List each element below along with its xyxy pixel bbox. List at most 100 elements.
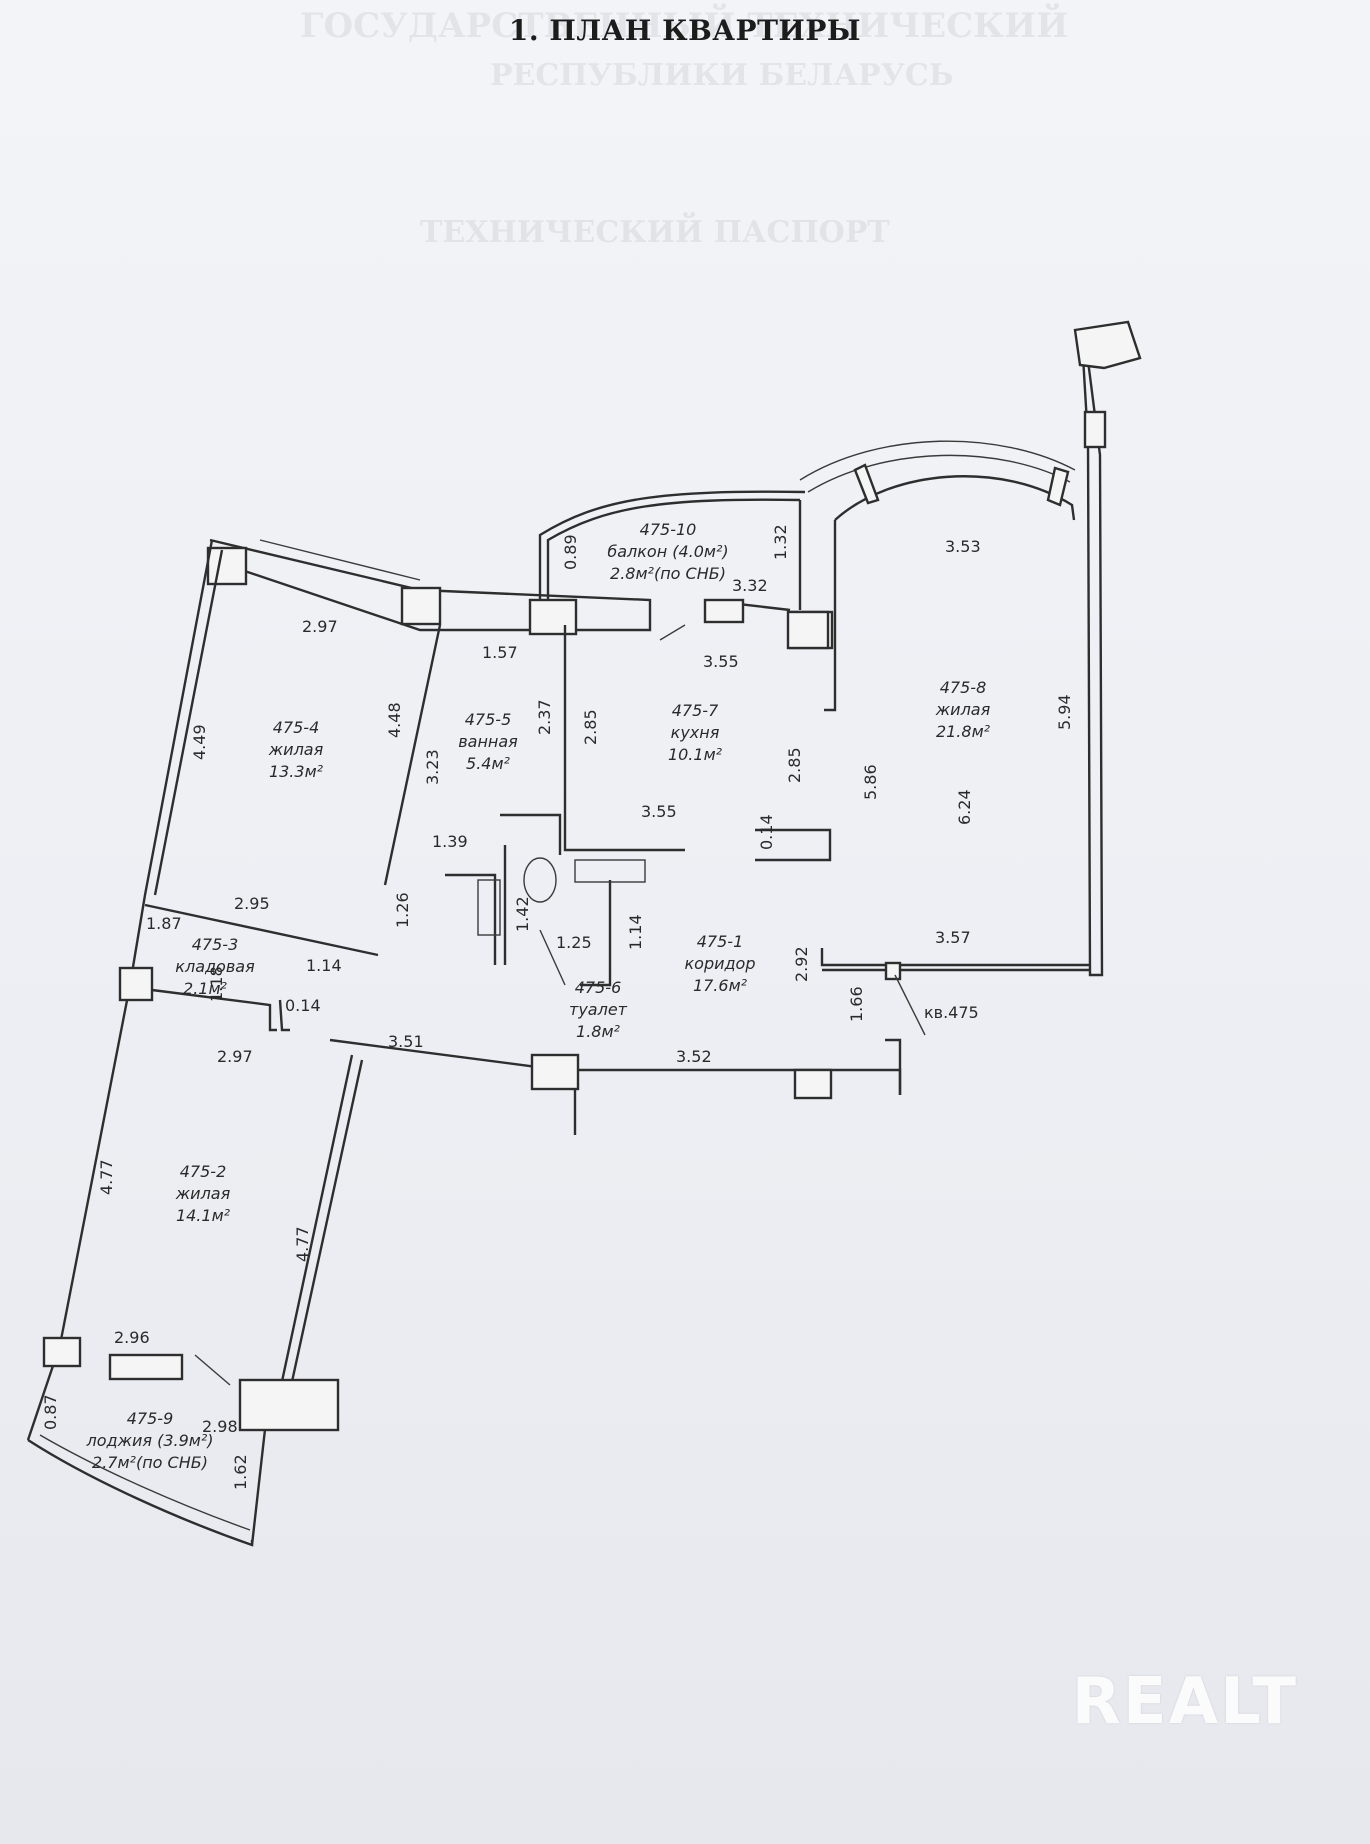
wall (276, 1054, 354, 1401)
svg-text:475-4: 475-4 (273, 718, 320, 737)
svg-text:475-9: 475-9 (127, 1409, 174, 1428)
wall (144, 903, 379, 957)
column (703, 598, 745, 624)
dimension: 3.55 (703, 652, 739, 671)
svg-text:17.6м²: 17.6м² (693, 976, 748, 995)
dimension: 4.77 (293, 1226, 312, 1262)
bay-window-glass (807, 454, 1071, 493)
room-label-475-9: 475-9 лоджия (3.9м²) 2.7м²(по СНБ) (85, 1409, 213, 1472)
dimension: 1.62 (231, 1454, 250, 1490)
dimension: 5.94 (1055, 694, 1074, 730)
svg-text:475-1: 475-1 (697, 932, 744, 951)
svg-text:13.3м²: 13.3м² (269, 762, 324, 781)
column (853, 463, 880, 505)
svg-text:475-3: 475-3 (192, 935, 239, 954)
toilet-fixture (523, 857, 557, 903)
dimension: 3.23 (423, 749, 442, 785)
dimension: 0.14 (757, 814, 776, 850)
balcony-wall (538, 490, 806, 610)
column (1046, 466, 1070, 507)
column (206, 546, 248, 586)
svg-text:2.7м²(по СНБ): 2.7м²(по СНБ) (92, 1453, 208, 1472)
dimension: 4.48 (385, 702, 404, 738)
dimension: 1.42 (513, 896, 532, 932)
dimension: 2.98 (202, 1417, 238, 1436)
dimension: 4.77 (97, 1159, 116, 1195)
wall (755, 828, 832, 862)
column (530, 1053, 580, 1091)
column (1083, 410, 1107, 449)
svg-text:475-8: 475-8 (940, 678, 987, 697)
svg-text:2.1м²: 2.1м² (183, 979, 228, 998)
wall (820, 948, 1090, 967)
wall (563, 625, 685, 852)
svg-text:5.4м²: 5.4м² (466, 754, 511, 773)
svg-text:лоджия (3.9м²): лоджия (3.9м²) (85, 1431, 213, 1450)
column (528, 598, 578, 636)
left-inner-wall (153, 549, 224, 896)
room-label-475-5: 475-5 ванная 5.4м² (458, 710, 518, 773)
column (400, 586, 442, 626)
room-label-475-6: 475-6 туалет 1.8м² (569, 978, 628, 1041)
wall (500, 813, 562, 855)
svg-text:кухня: кухня (671, 723, 720, 742)
dimension: 3.53 (945, 537, 981, 556)
bleed-through-text: ГОСУДАРСТВЕННЫЙ ТЕХНИЧЕСКИЙ (300, 6, 1069, 46)
dimension: 3.55 (641, 802, 677, 821)
room-label-475-8: 475-8 жилая 21.8м² (935, 678, 991, 741)
room-label-475-7: 475-7 кухня 10.1м² (668, 701, 723, 764)
dimension: 0.87 (41, 1394, 60, 1430)
dimension: 3.52 (676, 1047, 712, 1066)
dimension: 2.37 (535, 699, 554, 735)
stove (574, 859, 646, 883)
column (238, 1378, 340, 1432)
leader-line (194, 1354, 231, 1386)
svg-text:жилая: жилая (935, 700, 991, 719)
top-window-band (209, 538, 652, 632)
wall (824, 520, 837, 712)
dimension: 2.97 (302, 617, 338, 636)
dimension: 3.51 (388, 1032, 424, 1051)
dimension: 1.87 (146, 914, 182, 933)
svg-text:14.1м²: 14.1м² (176, 1206, 231, 1225)
svg-text:475-10: 475-10 (640, 520, 697, 539)
room-label-475-1: 475-1 коридор 17.6м² (684, 932, 755, 995)
wall (580, 880, 612, 987)
dimension: 0.14 (285, 996, 321, 1015)
wall (278, 999, 290, 1032)
dimension: 1.39 (432, 832, 468, 851)
window-frame (108, 1353, 184, 1381)
room-label-475-10: 475-10 балкон (4.0м²) 2.8м²(по СНБ) (607, 520, 728, 583)
apartment-number-label: кв.475 (924, 1003, 979, 1022)
door-marker (884, 961, 902, 981)
svg-text:балкон (4.0м²): балкон (4.0м²) (607, 542, 728, 561)
wall (383, 624, 442, 886)
dimension: 2.92 (792, 946, 811, 982)
column (118, 966, 154, 1002)
svg-text:475-7: 475-7 (672, 701, 719, 720)
dimension: 3.57 (935, 928, 971, 947)
loggia-arc (27, 1438, 254, 1547)
dimension: 2.85 (785, 747, 804, 783)
dimension: 2.96 (114, 1328, 150, 1347)
dimension: 4.49 (190, 724, 209, 760)
dimension: 1.18 (207, 966, 226, 1002)
svg-text:10.1м²: 10.1м² (668, 745, 723, 764)
dimension: 1.57 (482, 643, 518, 662)
wall (151, 988, 277, 1032)
svg-text:475-5: 475-5 (465, 710, 512, 729)
bay-window-outer (799, 440, 1076, 481)
svg-text:жилая: жилая (175, 1184, 231, 1203)
dimension: 0.89 (561, 534, 580, 570)
svg-text:1.8м²: 1.8м² (576, 1022, 621, 1041)
leader-line (659, 624, 686, 641)
dimension: 1.14 (626, 914, 645, 950)
wall (445, 873, 497, 965)
column (1073, 320, 1142, 370)
dimension: 1.14 (306, 956, 342, 975)
room-label-475-4: 475-4 жилая 13.3м² (268, 718, 324, 781)
dimension: 1.66 (847, 986, 866, 1022)
bath-fixture (477, 879, 501, 936)
dimension: 2.95 (234, 894, 270, 913)
